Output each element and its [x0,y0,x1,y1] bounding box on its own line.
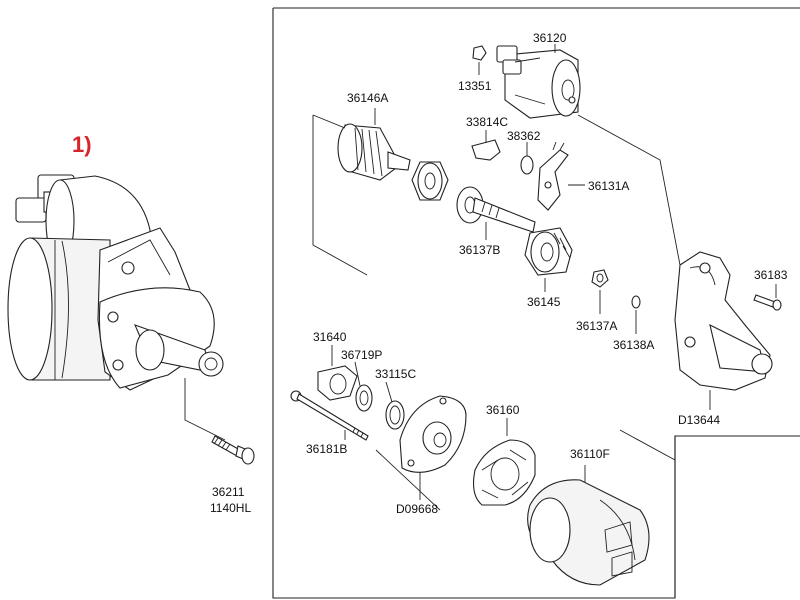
callout-36120: 36120 [533,31,567,45]
callout-33115C: 33115C [375,367,416,381]
solenoid-switch[interactable] [496,44,581,119]
yoke-assembly[interactable] [527,465,650,586]
stop-ring[interactable] [591,269,609,314]
nut[interactable] [472,45,487,75]
callout-36146A: 36146A [347,91,388,105]
callout-36110F: 36110F [570,447,610,461]
callout-36211: 36211 [212,485,245,499]
callout-1140HL: 1140HL [210,501,251,515]
callout-31640: 31640 [313,330,347,344]
snap-ring[interactable] [631,295,641,334]
through-bolt[interactable] [290,390,369,441]
gear-housing-plate[interactable] [317,345,358,401]
brush-holder[interactable] [473,418,536,506]
planetary-gear-carrier[interactable] [337,108,411,181]
callout-36137A: 36137A [576,319,617,333]
callout-36181B: 36181B [306,442,347,456]
callout-36719P: 36719P [341,348,382,362]
rear-end-cover[interactable] [399,395,467,500]
group-leader-lines [312,114,681,511]
callout-36131A: 36131A [588,179,629,193]
output-shaft[interactable] [456,186,536,240]
callout-36138A: 36138A [613,338,654,352]
housing-bolt[interactable] [753,284,782,311]
reference-marker: 1) [72,132,92,157]
starter-motor-assembly[interactable] [7,174,226,441]
callout-36137B: 36137B [459,243,500,257]
planet-gear[interactable] [411,161,449,201]
pinion-gear[interactable] [524,227,573,292]
callout-36145: 36145 [527,295,561,309]
front-housing[interactable] [674,251,773,410]
solenoid-plate[interactable] [471,130,501,161]
callout-D13644: D13644 [678,413,720,427]
mounting-bolt[interactable] [211,435,255,465]
shift-lever[interactable] [537,141,585,211]
diagram-frame [272,7,800,599]
callout-33814C: 33814C [466,115,508,129]
o-ring[interactable] [520,142,534,175]
callout-36160: 36160 [486,403,520,417]
gasket[interactable] [354,361,373,412]
callout-38362: 38362 [507,129,541,143]
seal-ring[interactable] [385,381,405,430]
callout-36183: 36183 [754,268,788,282]
callout-13351: 13351 [458,79,492,93]
callout-D09668: D09668 [396,502,438,516]
